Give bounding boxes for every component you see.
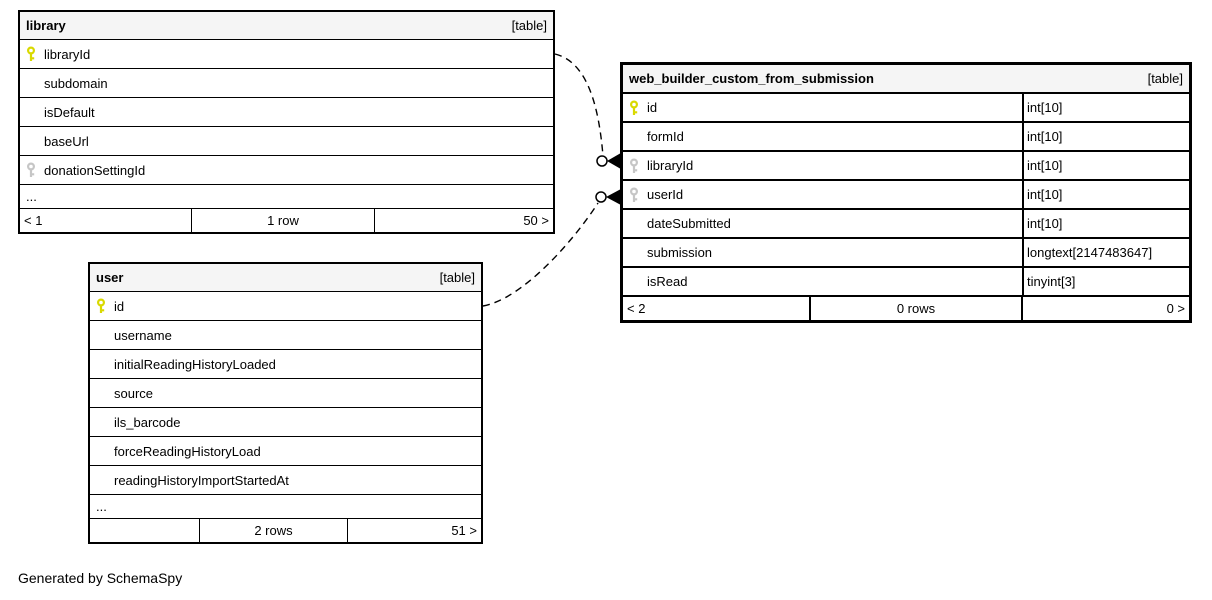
column-row: id int[10] [623,94,1189,123]
column-name: subdomain [44,75,108,91]
column-name: readingHistoryImportStartedAt [114,472,289,488]
column-row: submission longtext[2147483647] [623,239,1189,268]
column-name: forceReadingHistoryLoad [114,443,261,459]
column-name: baseUrl [44,133,89,149]
table-user: user [table] id username initialReadingH… [88,262,483,544]
column-type: int[10] [1022,152,1189,179]
more-columns-ellipsis: ... [20,185,553,209]
column-name: id [647,100,658,115]
column-name: initialReadingHistoryLoaded [114,356,276,372]
table-web-builder-footer: < 2 0 rows 0 > [623,297,1189,320]
table-title: web_builder_custom_from_submission [629,71,874,86]
column-type: int[10] [1022,181,1189,208]
column-name: submission [647,245,713,260]
table-title: library [26,18,66,33]
table-tag: [table] [439,270,475,285]
column-row: isRead tinyint[3] [623,268,1189,297]
column-row: donationSettingId [20,156,553,185]
column-row: baseUrl [20,127,553,156]
table-web-builder-header[interactable]: web_builder_custom_from_submission [tabl… [623,65,1189,94]
column-row: userId int[10] [623,181,1189,210]
table-library-footer: < 1 1 row 50 > [20,209,553,232]
column-row: ils_barcode [90,408,481,437]
column-name: formId [647,129,684,144]
table-library: library [table] libraryId subdomain isDe… [18,10,555,234]
table-library-header[interactable]: library [table] [20,12,553,40]
child-count: 50 > [523,213,549,228]
foreign-key-icon [629,157,647,174]
column-type: int[10] [1022,210,1189,237]
column-name: libraryId [44,46,91,62]
column-row: subdomain [20,69,553,98]
more-columns-ellipsis: ... [90,495,481,519]
primary-key-icon [629,99,647,116]
column-name: donationSettingId [44,162,146,178]
row-count: 2 rows [200,519,348,542]
column-row: username [90,321,481,350]
primary-key-icon [96,298,114,314]
column-type: tinyint[3] [1022,268,1189,295]
table-tag: [table] [1147,71,1183,86]
foreign-key-icon [26,162,44,178]
row-count: 1 row [192,209,375,232]
column-type: int[10] [1022,123,1189,150]
column-type: int[10] [1022,94,1189,121]
column-name: libraryId [647,158,694,173]
column-row: dateSubmitted int[10] [623,210,1189,239]
column-type: longtext[2147483647] [1022,239,1189,266]
column-name: userId [647,187,684,202]
column-row: id [90,292,481,321]
parent-count [90,519,200,542]
column-name: source [114,385,154,401]
column-row: readingHistoryImportStartedAt [90,466,481,495]
parent-count: < 1 [20,209,192,232]
foreign-key-icon [629,186,647,203]
column-name: username [114,327,172,343]
column-row: isDefault [20,98,553,127]
column-name: isRead [647,274,688,289]
parent-count: < 2 [623,297,811,320]
table-web-builder-custom-from-submission: web_builder_custom_from_submission [tabl… [620,62,1192,323]
column-row: libraryId int[10] [623,152,1189,181]
row-count: 0 rows [811,297,1023,320]
relation-library-libraryId [554,53,620,169]
column-row: initialReadingHistoryLoaded [90,350,481,379]
child-count: 51 > [451,523,477,538]
table-title: user [96,270,124,285]
column-name: ils_barcode [114,414,181,430]
column-row: libraryId [20,40,553,69]
primary-key-icon [26,46,44,62]
table-user-header[interactable]: user [table] [90,264,481,292]
column-name: dateSubmitted [647,216,731,231]
column-name: isDefault [44,104,95,120]
column-row: source [90,379,481,408]
schemaspy-credit: Generated by SchemaSpy [18,570,183,586]
table-user-footer: 2 rows 51 > [90,519,481,542]
table-tag: [table] [511,18,547,33]
child-count: 0 > [1166,301,1185,316]
column-row: forceReadingHistoryLoad [90,437,481,466]
column-row: formId int[10] [623,123,1189,152]
column-name: id [114,298,125,314]
